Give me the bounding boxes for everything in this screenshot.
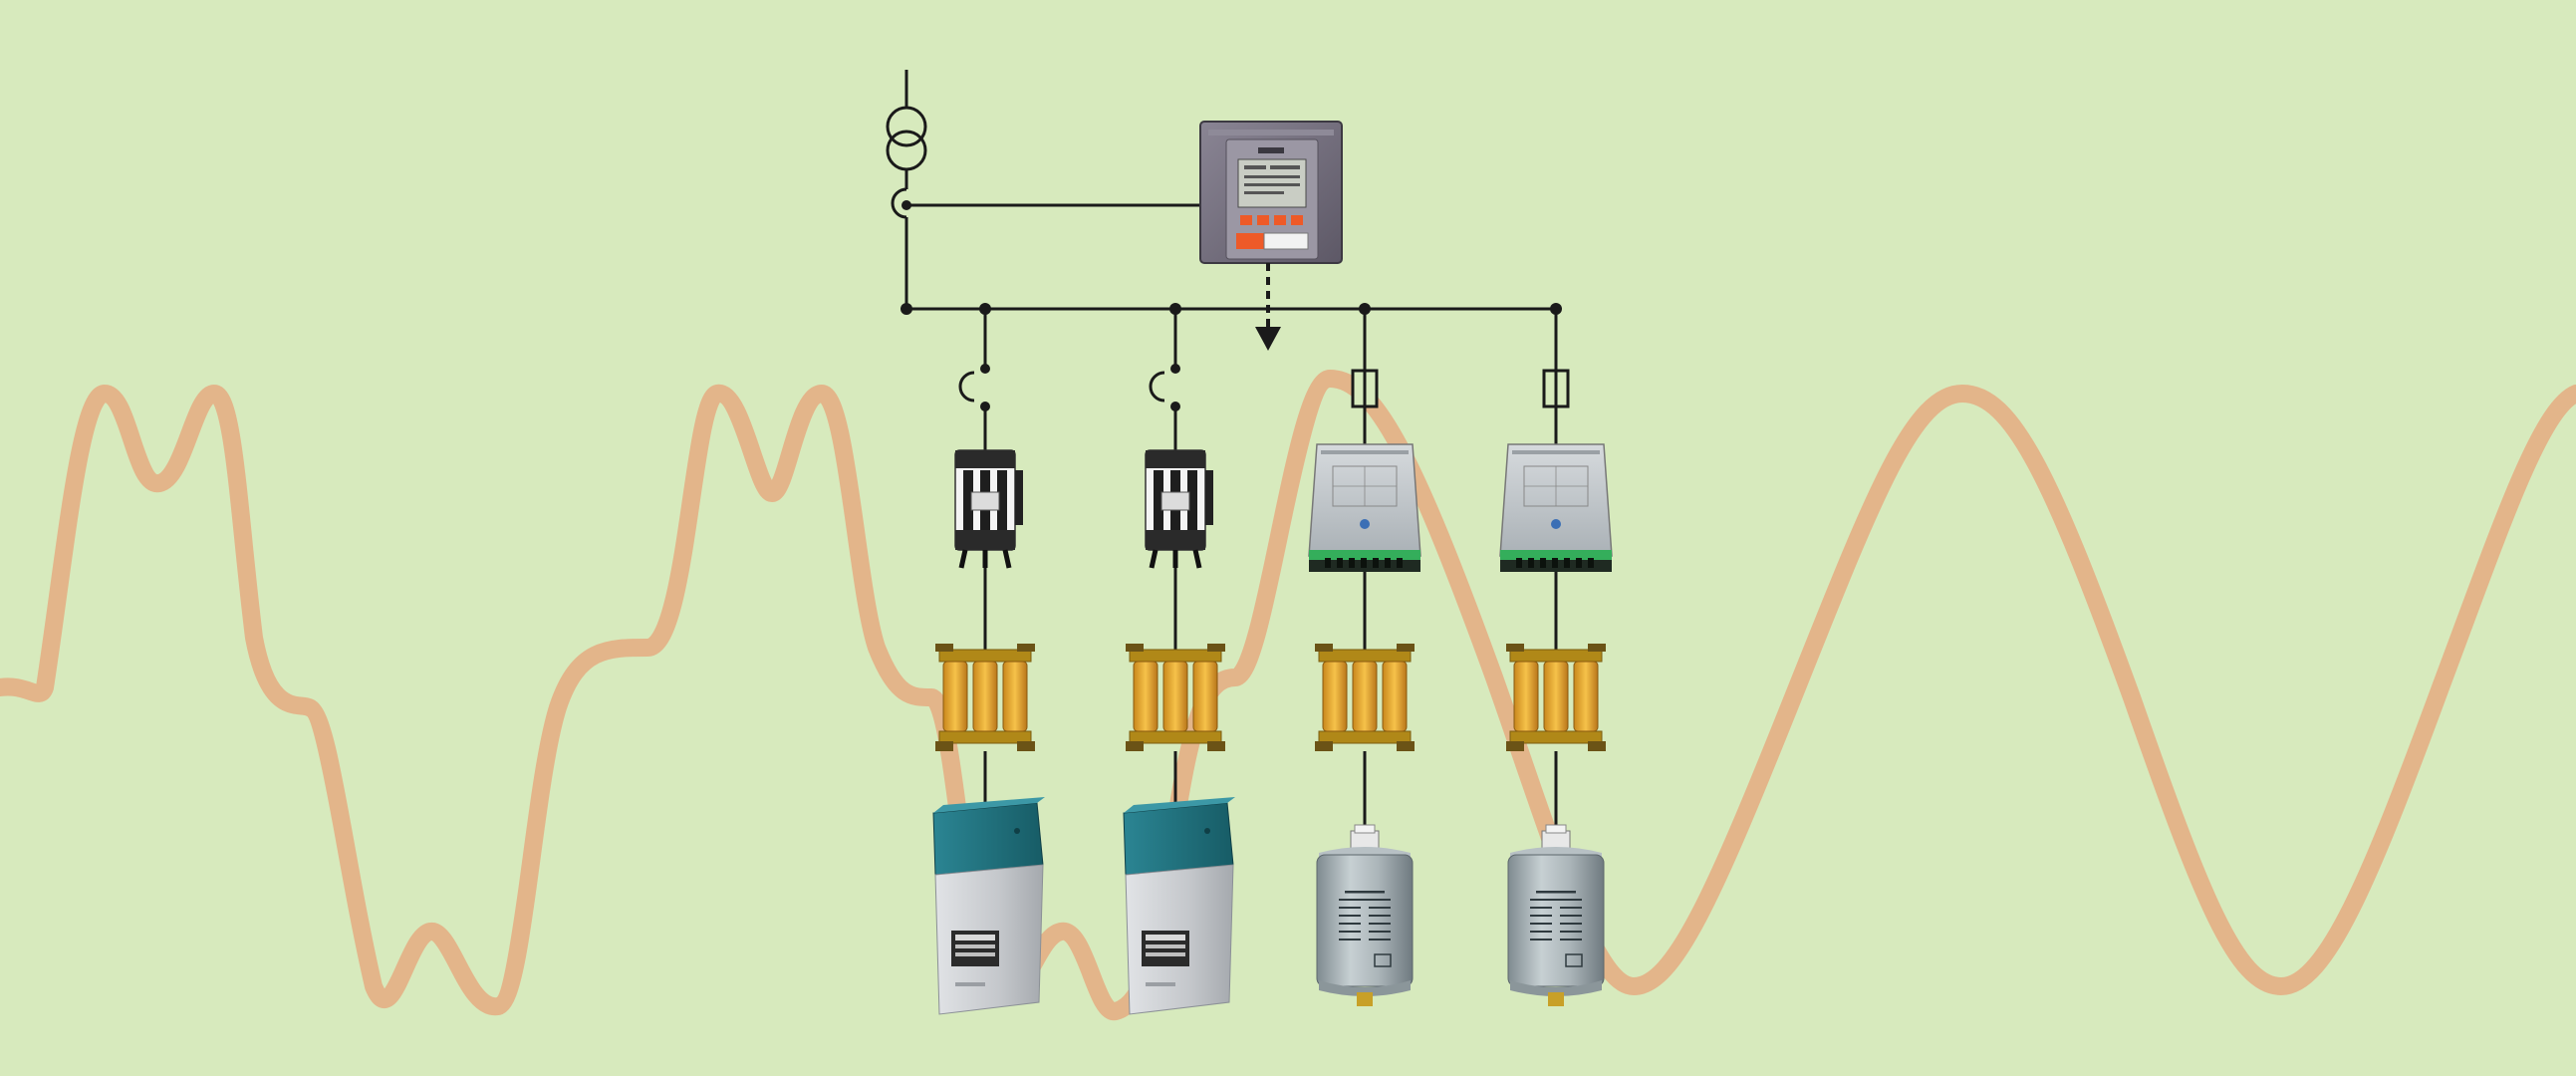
harmonic-waveform [0,370,2576,1020]
contactor-icon [955,450,1023,568]
cylindrical-capacitor-icon [1507,824,1605,1007]
box-capacitor-icon [1123,796,1236,1015]
power-factor-controller-icon [1199,121,1343,264]
thyristor-switch-icon [1308,443,1421,573]
feeder-1 [932,309,1046,1015]
feeder-3 [1308,309,1421,1007]
incoming-supply [886,70,1200,309]
cylindrical-capacitor-icon [1316,824,1414,1007]
arrow-down-icon [1255,263,1281,351]
box-capacitor-icon [932,796,1046,1015]
transformer-icon [886,106,927,147]
reactor-icon [934,643,1036,752]
thyristor-switch-icon [1499,443,1613,573]
feeder-4 [1499,309,1613,1007]
reactor-icon [1314,643,1416,752]
contactor-icon [1146,450,1213,568]
circuit-breaker-icon [958,364,990,411]
transformer-icon-secondary [886,130,927,171]
reactor-icon [1125,643,1226,752]
circuit-breaker-icon [1149,364,1180,411]
feeder-2 [1123,309,1236,1015]
current-transformer-icon [891,187,907,219]
reactor-icon [1505,643,1607,752]
